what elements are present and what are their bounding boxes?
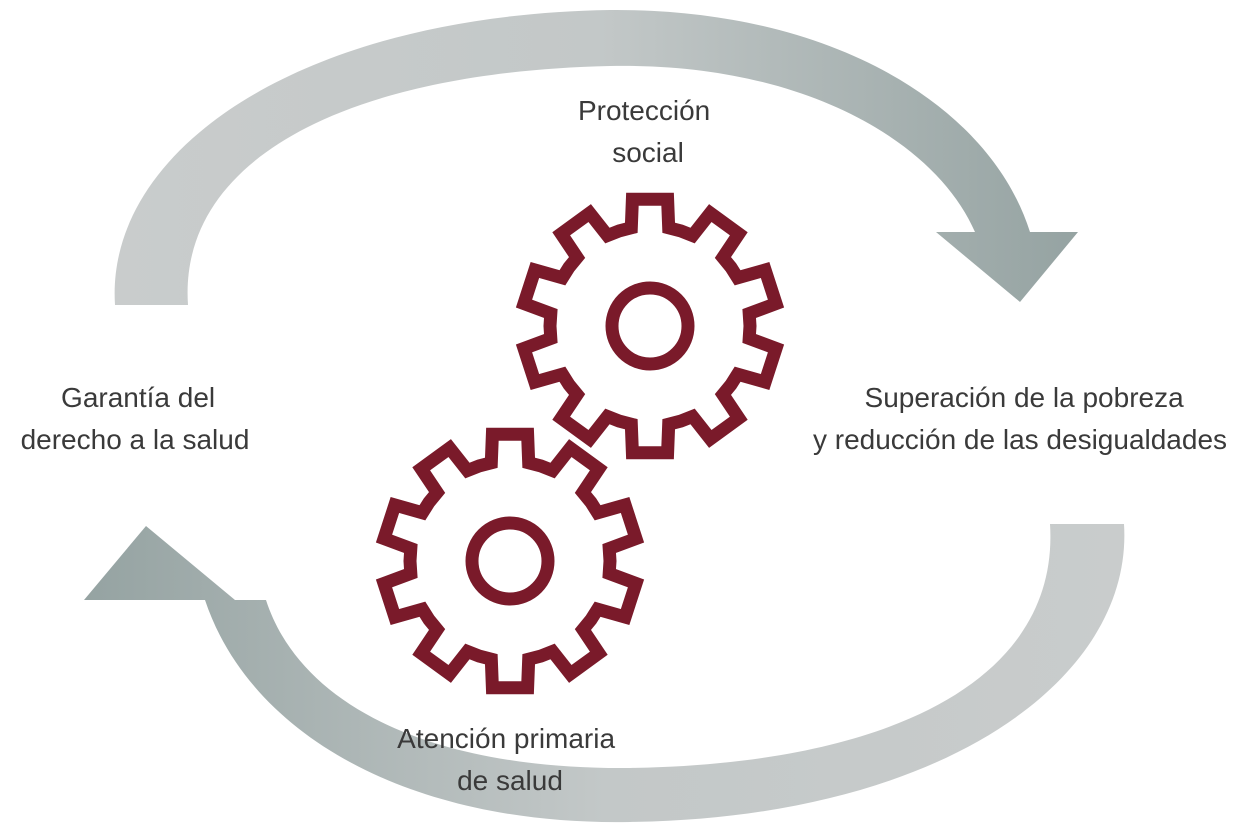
protection-gear-icon <box>515 192 785 460</box>
top-label-line2: social <box>612 137 684 168</box>
bottom-curved-arrow-icon <box>84 524 1125 823</box>
gear-hub <box>465 516 555 606</box>
primary-care-gear-icon <box>375 427 645 695</box>
left-label-line1: Garantía del <box>61 382 215 413</box>
bottom-label-line1: Atención primaria <box>397 723 615 754</box>
gear-hub <box>605 281 695 371</box>
left-label-line2: derecho a la salud <box>21 424 250 455</box>
gear-outline <box>515 192 785 460</box>
left-label: Garantía del derecho a la salud <box>21 382 250 455</box>
gear-outline <box>375 427 645 695</box>
top-label: Protección social <box>578 95 718 168</box>
right-label: Superación de la pobreza y reducción de … <box>813 382 1227 455</box>
right-label-line1: Superación de la pobreza <box>865 382 1185 413</box>
right-label-line2: y reducción de las desigualdades <box>813 424 1227 455</box>
top-curved-arrow-icon <box>114 9 1079 305</box>
bottom-label-line2: de salud <box>457 765 563 796</box>
bottom-label: Atención primaria de salud <box>397 723 623 796</box>
top-label-line1: Protección <box>578 95 710 126</box>
